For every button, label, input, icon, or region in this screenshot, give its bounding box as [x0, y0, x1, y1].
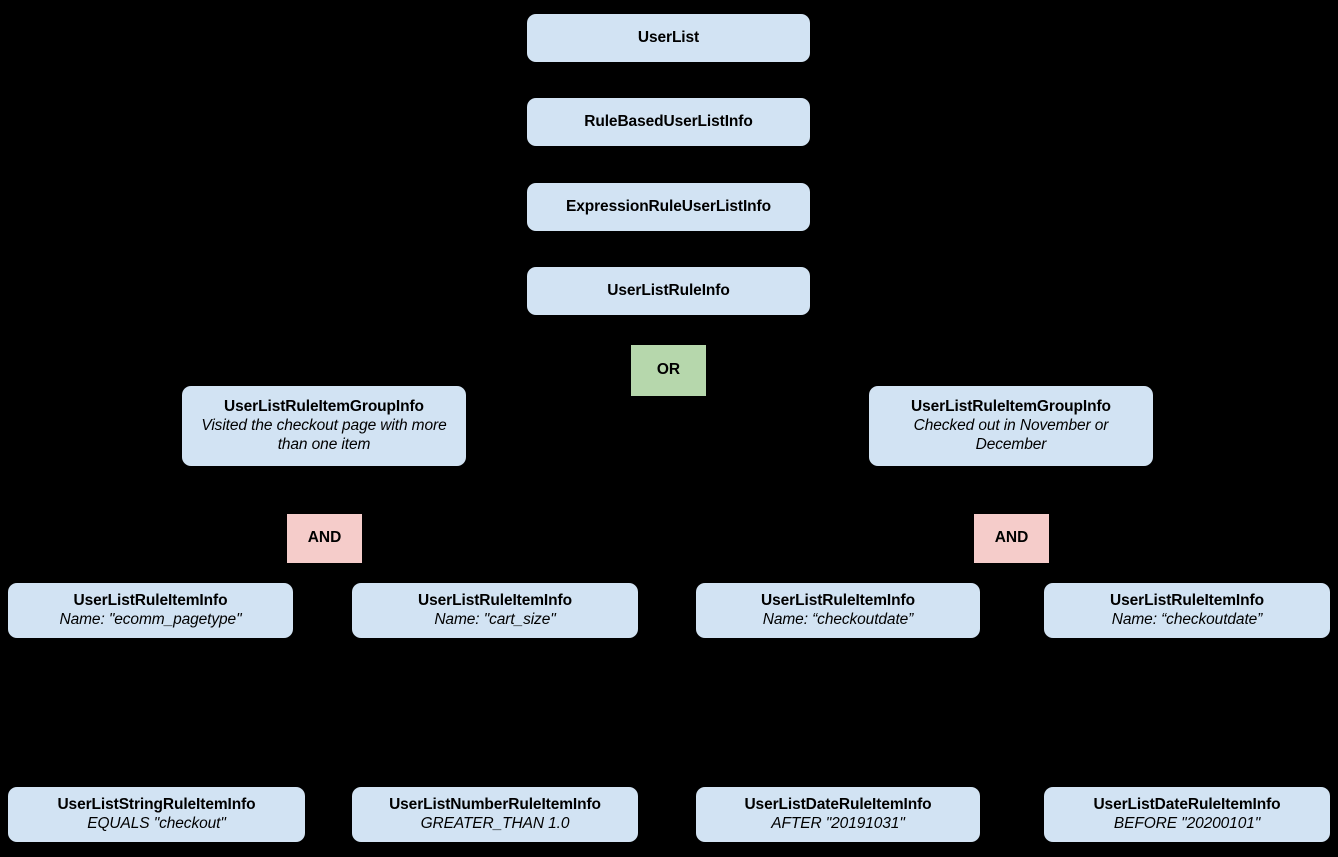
node-rule-item-2[interactable]: UserListRuleItemInfo Name: "cart_size": [352, 583, 638, 638]
node-title: UserList: [637, 28, 700, 46]
node-title: UserListDateRuleItemInfo: [744, 795, 932, 813]
operator-or[interactable]: OR: [631, 345, 706, 396]
node-subtitle: BEFORE "20200101": [1113, 815, 1261, 832]
node-subtitle: GREATER_THAN 1.0: [420, 815, 570, 832]
node-title: UserListDateRuleItemInfo: [1093, 795, 1281, 813]
node-rule-item-4[interactable]: UserListRuleItemInfo Name: “checkoutdate…: [1044, 583, 1330, 638]
node-subtitle: Visited the checkout page with more than…: [201, 417, 447, 453]
node-leaf-date-rule-item-after[interactable]: UserListDateRuleItemInfo AFTER "20191031…: [696, 787, 980, 842]
node-rule-item-group-right[interactable]: UserListRuleItemGroupInfo Checked out in…: [869, 386, 1153, 466]
operator-label: AND: [307, 529, 342, 547]
operator-and-right[interactable]: AND: [974, 514, 1049, 563]
node-title: RuleBasedUserListInfo: [584, 112, 753, 130]
node-subtitle: Checked out in November or December: [913, 417, 1109, 453]
node-leaf-number-rule-item[interactable]: UserListNumberRuleItemInfo GREATER_THAN …: [352, 787, 638, 842]
operator-label: AND: [994, 529, 1029, 547]
node-user-list[interactable]: UserList: [527, 14, 810, 62]
operator-label: OR: [656, 361, 681, 379]
node-title: UserListStringRuleItemInfo: [57, 795, 256, 813]
node-title: UserListRuleItemGroupInfo: [224, 398, 424, 416]
node-rule-item-1[interactable]: UserListRuleItemInfo Name: "ecomm_pagety…: [8, 583, 293, 638]
node-title: UserListRuleItemGroupInfo: [911, 398, 1111, 416]
node-title: UserListRuleInfo: [607, 281, 730, 299]
node-title: UserListNumberRuleItemInfo: [389, 795, 601, 813]
node-subtitle: Name: “checkoutdate”: [1111, 611, 1263, 628]
node-title: UserListRuleItemInfo: [1110, 591, 1264, 609]
node-rule-item-group-left[interactable]: UserListRuleItemGroupInfo Visited the ch…: [182, 386, 466, 466]
node-subtitle: Name: "cart_size": [434, 611, 556, 628]
node-title: UserListRuleItemInfo: [418, 591, 572, 609]
node-user-list-rule-info[interactable]: UserListRuleInfo: [527, 267, 810, 315]
node-title: UserListRuleItemInfo: [761, 591, 915, 609]
node-leaf-string-rule-item[interactable]: UserListStringRuleItemInfo EQUALS "check…: [8, 787, 305, 842]
operator-and-left[interactable]: AND: [287, 514, 362, 563]
node-expression-rule-user-list-info[interactable]: ExpressionRuleUserListInfo: [527, 183, 810, 231]
node-leaf-date-rule-item-before[interactable]: UserListDateRuleItemInfo BEFORE "2020010…: [1044, 787, 1330, 842]
node-subtitle: AFTER "20191031": [771, 815, 905, 832]
node-title: ExpressionRuleUserListInfo: [566, 197, 771, 215]
node-subtitle: Name: “checkoutdate”: [762, 611, 914, 628]
node-subtitle: EQUALS "checkout": [87, 815, 226, 832]
node-title: UserListRuleItemInfo: [73, 591, 228, 609]
node-rule-based-user-list-info[interactable]: RuleBasedUserListInfo: [527, 98, 810, 146]
node-rule-item-3[interactable]: UserListRuleItemInfo Name: “checkoutdate…: [696, 583, 980, 638]
node-subtitle: Name: "ecomm_pagetype": [59, 611, 242, 628]
